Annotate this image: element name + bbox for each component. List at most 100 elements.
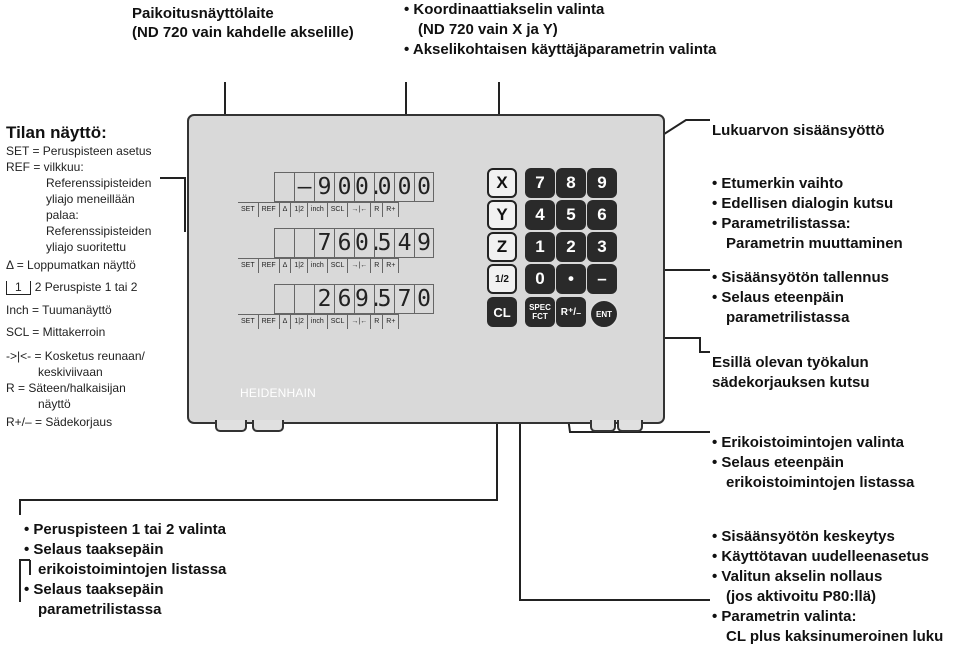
flag-set: SET (238, 203, 259, 217)
ref12-glyph: 1 (6, 281, 31, 295)
note-line: • Parametrilistassa: (712, 215, 851, 232)
key-minus[interactable]: – (587, 264, 617, 294)
tool-radius-note: Esillä olevan työkalun sädekorjauksen ku… (712, 353, 870, 393)
flag-rplus: R+ (383, 259, 400, 273)
note-line: • Sisäänsyötön tallennus (712, 269, 889, 286)
digit: 9 (314, 172, 334, 202)
key-0[interactable]: 0 (525, 264, 555, 294)
digit (294, 228, 314, 258)
axis-display-row-1: – 9 0 0. 0 0 0 SET REF Δ 1|2 inch SCL →|… (238, 172, 434, 220)
digit: 5 (374, 284, 394, 314)
spec-fct-key[interactable]: SPEC FCT (525, 297, 555, 327)
legend-scl: SCL = Mittakerroin (6, 325, 106, 339)
key-2[interactable]: 2 (556, 232, 586, 262)
digit-readout: 7 6 0. 5 4 9 (274, 228, 434, 258)
flag-delta: Δ (280, 315, 292, 329)
key-5[interactable]: 5 (556, 200, 586, 230)
note-line: • Selaus eteenpäin (712, 289, 844, 306)
key-3[interactable]: 3 (587, 232, 617, 262)
axis-display-row-3: 2 6 9. 5 7 0 SET REF Δ 1|2 inch SCL →|← … (238, 284, 434, 332)
digit (274, 172, 294, 202)
digit: 6 (334, 284, 354, 314)
axis-display-row-2: 7 6 0. 5 4 9 SET REF Δ 1|2 inch SCL →|← … (238, 228, 434, 276)
note-line: erikoistoimintojen listassa (38, 561, 227, 578)
enter-key[interactable]: ENT (589, 299, 619, 329)
flag-delta: Δ (280, 259, 292, 273)
digit: 0 (414, 172, 434, 202)
radius-comp-key[interactable]: R⁺/₋ (556, 297, 586, 327)
key-9[interactable]: 9 (587, 168, 617, 198)
axis-key-z[interactable]: Z (487, 232, 517, 262)
flag-inch: inch (308, 203, 328, 217)
device-foot (215, 420, 247, 432)
digit (274, 228, 294, 258)
flag-scl: SCL (328, 203, 349, 217)
note-line: • Valitun akselin nollaus (712, 568, 883, 585)
ref-point-key[interactable]: 1/2 (487, 264, 517, 294)
axis-key-y[interactable]: Y (487, 200, 517, 230)
digit: 4 (394, 228, 414, 258)
digit (274, 284, 294, 314)
note-line: Esillä olevan työkalun (712, 354, 869, 371)
special-functions-note: • Erikoistoimintojen valinta • Selaus et… (712, 433, 914, 493)
legend-ref-detail: Referenssipisteiden (46, 176, 152, 190)
note-line: parametrilistassa (38, 601, 162, 618)
positioning-display-note: Paikoitusnäyttölaite (ND 720 vain kahdel… (132, 4, 354, 42)
status-legend: Tilan näyttö: SET = Peruspisteen asetus … (6, 124, 176, 430)
ref-select-note: • Peruspisteen 1 tai 2 valinta • Selaus … (24, 520, 226, 620)
key-4[interactable]: 4 (525, 200, 555, 230)
key-8[interactable]: 8 (556, 168, 586, 198)
legend-r-detail: näyttö (38, 397, 71, 411)
legend-set: SET = Peruspisteen asetus (6, 144, 152, 158)
flag-edge: →|← (348, 315, 372, 329)
key-7[interactable]: 7 (525, 168, 555, 198)
flag-delta: Δ (280, 203, 292, 217)
legend-ref: REF = vilkkuu: (6, 160, 84, 174)
flag-ref12: 1|2 (291, 315, 308, 329)
device-foot (617, 420, 643, 432)
digit: 7 (314, 228, 334, 258)
digit: 0 (414, 284, 434, 314)
flag-rplus: R+ (383, 203, 400, 217)
clear-key[interactable]: CL (487, 297, 517, 327)
note-line: • Selaus taaksepäin (24, 541, 164, 558)
note-line: • Akselikohtaisen käyttäjäparametrin val… (404, 41, 717, 58)
key-6[interactable]: 6 (587, 200, 617, 230)
flag-ref: REF (259, 315, 280, 329)
legend-rpm: R+/– = Sädekorjaus (6, 415, 113, 429)
digit: 6 (334, 228, 354, 258)
note-line: • Käyttötavan uudelleenasetus (712, 548, 929, 565)
digit: 0. (354, 228, 383, 258)
note-line: Parametrin muuttaminen (726, 235, 903, 252)
digit: 9 (414, 228, 434, 258)
flag-r: R (371, 259, 384, 273)
device-foot (252, 420, 284, 432)
ref12-text: 2 Peruspiste 1 tai 2 (34, 280, 138, 294)
status-flags: SET REF Δ 1|2 inch SCL →|← R R+ (238, 314, 400, 329)
digit-readout: 2 6 9. 5 7 0 (274, 284, 434, 314)
value-entry-note: Lukuarvon sisäänsyöttö (712, 121, 885, 141)
note-line: • Sisäänsyötön keskeytys (712, 528, 895, 545)
flag-scl: SCL (328, 315, 349, 329)
digit: 7 (394, 284, 414, 314)
flag-ref12: 1|2 (291, 259, 308, 273)
key-1[interactable]: 1 (525, 232, 555, 262)
flag-scl: SCL (328, 259, 349, 273)
key-decimal[interactable]: • (556, 264, 586, 294)
note-line: Lukuarvon sisäänsyöttö (712, 122, 885, 139)
note-line: (ND 720 vain kahdelle akselille) (132, 24, 354, 41)
digit: 0. (354, 172, 383, 202)
axis-key-x[interactable]: X (487, 168, 517, 198)
digit (294, 284, 314, 314)
brand-logo: HEIDENHAIN (240, 386, 317, 400)
flag-inch: inch (308, 259, 328, 273)
legend-delta: Δ = Loppumatkan näyttö (6, 258, 136, 272)
note-line: CL plus kaksinumeroinen luku (726, 628, 944, 645)
legend-ref-detail: yliajo meneillään (46, 192, 135, 206)
digit: 0 (394, 172, 414, 202)
nd-display-unit: – 9 0 0. 0 0 0 SET REF Δ 1|2 inch SCL →|… (187, 114, 665, 424)
axis-select-note: • Koordinaattiakselin valinta (ND 720 va… (404, 0, 716, 60)
note-line: • Koordinaattiakselin valinta (404, 1, 605, 18)
note-line: parametrilistassa (726, 309, 850, 326)
digit: 2 (314, 284, 334, 314)
